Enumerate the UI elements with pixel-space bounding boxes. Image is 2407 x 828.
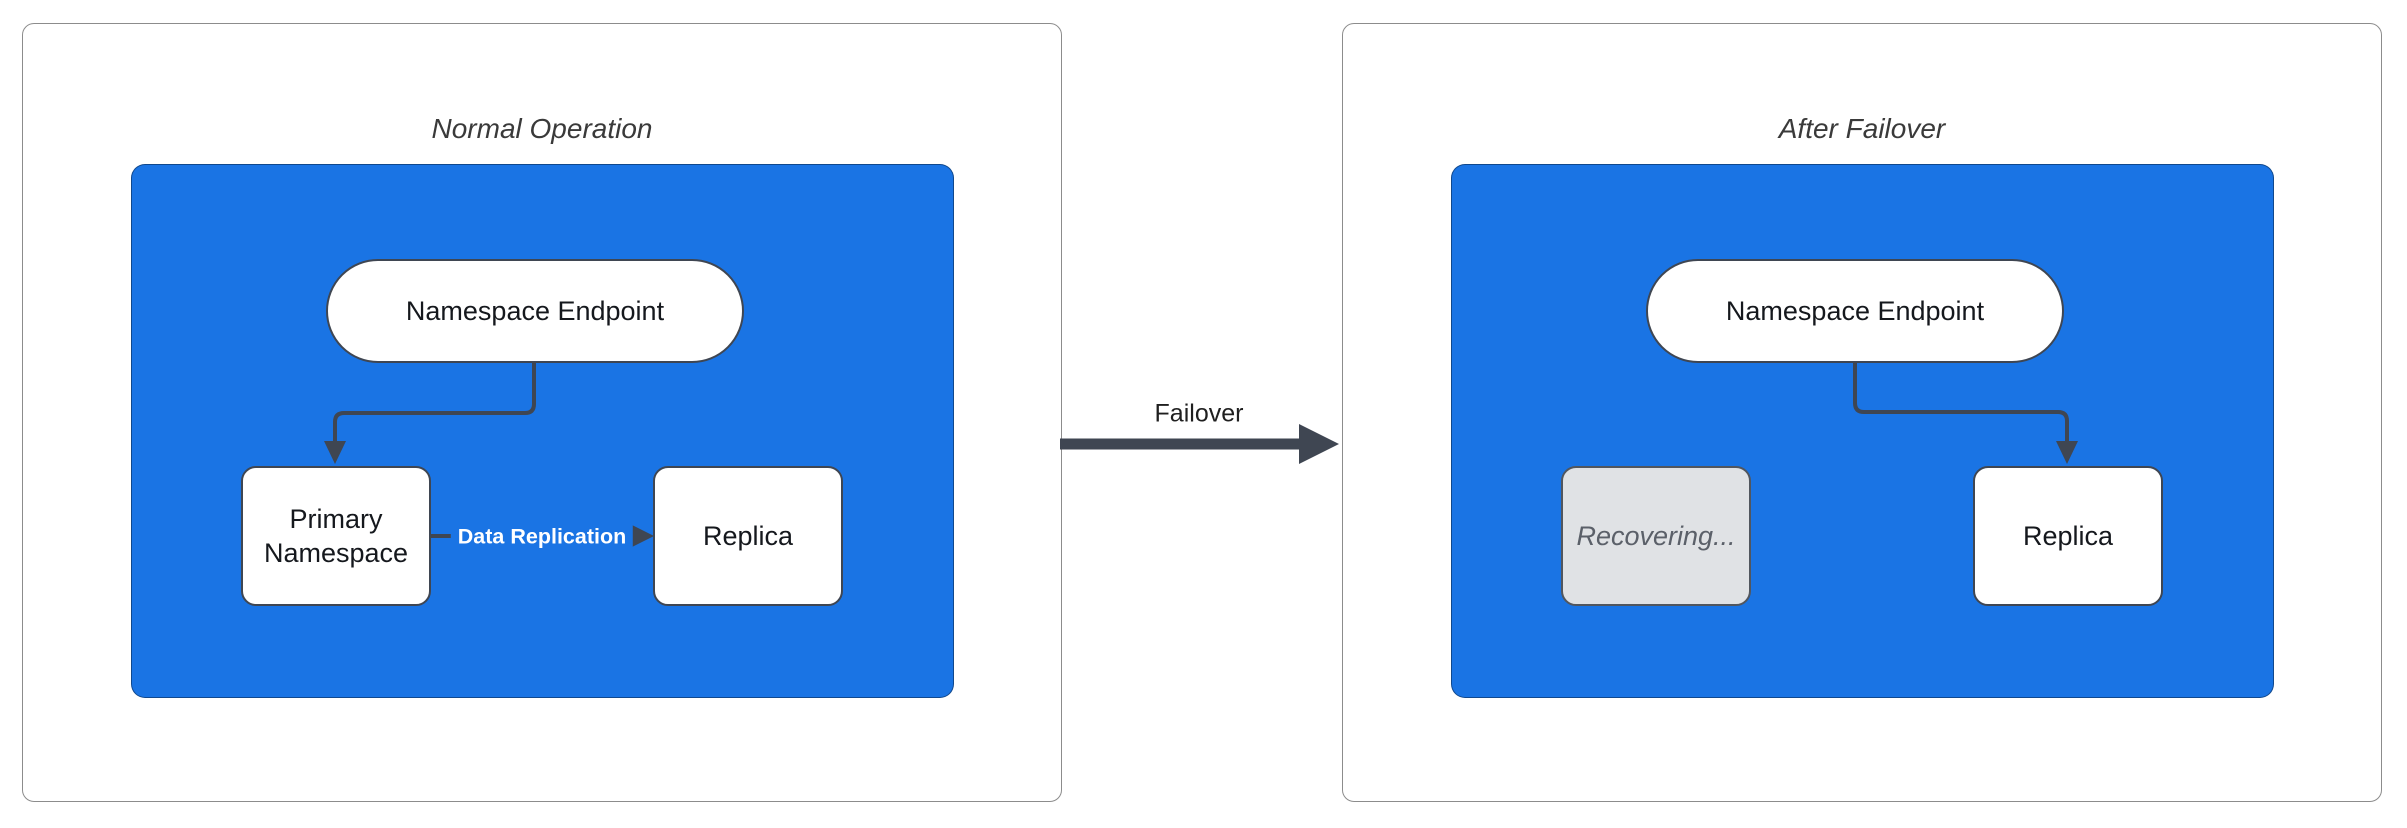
node-replica-left: Replica bbox=[653, 466, 843, 606]
node-recovering: Recovering... bbox=[1561, 466, 1751, 606]
node-namespace-endpoint-right: Namespace Endpoint bbox=[1646, 259, 2064, 363]
panel-title-after-failover: After Failover bbox=[1778, 113, 1946, 144]
namespace-container-right bbox=[1451, 164, 2274, 698]
node-replica-right: Replica bbox=[1973, 466, 2163, 606]
node-label-primary-namespace: Primary Namespace bbox=[263, 504, 409, 568]
edge-label-data-replication: Data Replication bbox=[450, 522, 634, 552]
node-primary-namespace: Primary Namespace bbox=[241, 466, 431, 606]
panel-after-failover: After Failover Namespace Endpoint Recove… bbox=[1342, 23, 2382, 802]
node-label-replica-right: Replica bbox=[2022, 521, 2114, 551]
node-label-replica-left: Replica bbox=[702, 521, 794, 551]
failover-arrow-label: Failover bbox=[1146, 398, 1252, 430]
namespace-container-left bbox=[131, 164, 954, 698]
node-label-recovering: Recovering... bbox=[1576, 521, 1736, 551]
panel-normal-operation: Normal Operation Namespace Endpoint Prim… bbox=[22, 23, 1062, 802]
node-namespace-endpoint-left: Namespace Endpoint bbox=[326, 259, 744, 363]
panel-title-normal-operation: Normal Operation bbox=[431, 113, 653, 144]
node-label-namespace-endpoint-left: Namespace Endpoint bbox=[405, 296, 665, 326]
failover-arrowhead-icon bbox=[1299, 424, 1339, 464]
node-label-namespace-endpoint-right: Namespace Endpoint bbox=[1725, 296, 1985, 326]
